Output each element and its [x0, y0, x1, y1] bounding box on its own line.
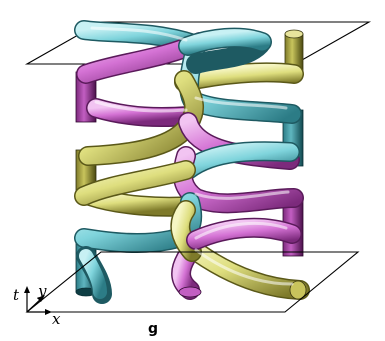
axes-indicator: t y x	[13, 282, 61, 328]
helix-middle-layer	[74, 32, 304, 262]
x-axis-label: x	[52, 310, 61, 328]
helix-front-layer	[76, 26, 294, 304]
bottom-plane	[25, 251, 360, 313]
group-label: g	[148, 321, 158, 337]
t-axis-label: t	[13, 286, 20, 304]
y-axis-label: y	[37, 282, 47, 300]
